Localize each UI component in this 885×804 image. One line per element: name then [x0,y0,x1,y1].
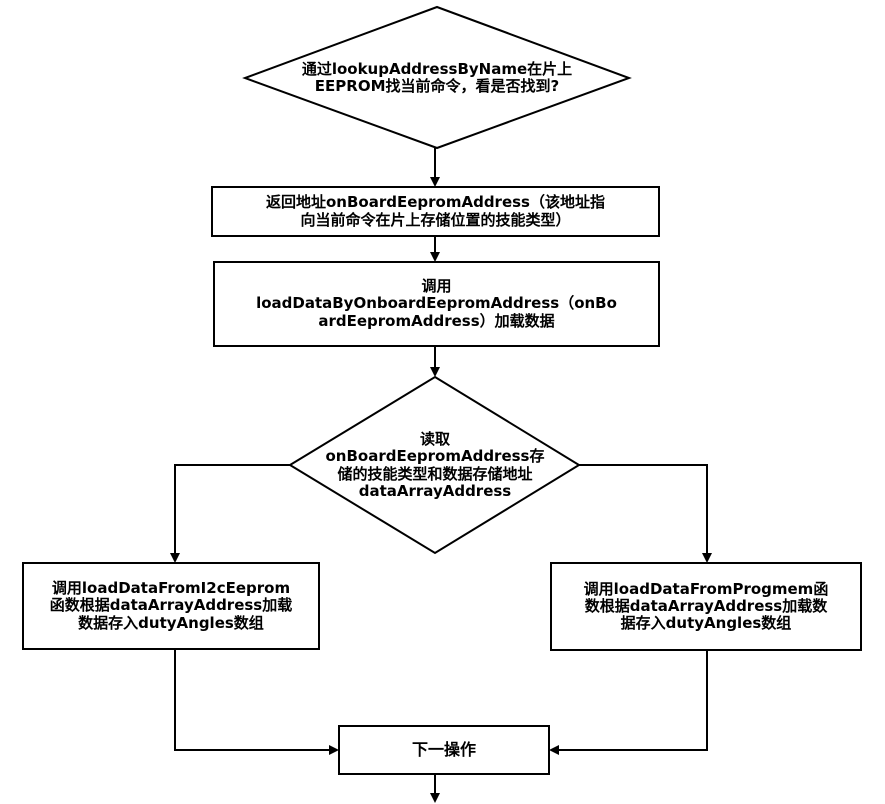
label-call-load-by-onboard: 调用 loadDataByOnboardEepromAddress（onBo a… [256,277,617,330]
arrowhead-next-from-left [329,745,339,755]
label-return-address: 返回地址onBoardEepromAddress（该地址指 向当前命令在片上存储… [266,193,605,229]
edge-read-data-to-progmem [579,464,708,554]
arrowhead-return-address [430,177,440,187]
label-load-from-progmem: 调用loadDataFromProgmem函 数根据dataArrayAddre… [583,579,829,633]
arrowhead-call-load [430,252,440,262]
edge-progmem-to-next-operation [558,650,708,751]
edge-read-data-to-i2c [174,464,290,554]
process-load-from-i2c-eeprom [22,562,320,650]
label-read-skill-and-data-address: 读取 onBoardEepromAddress存 储的技能类型和数据存储地址 d… [325,430,545,500]
process-load-from-progmem [550,562,862,651]
arrowhead-out [430,793,440,803]
arrowhead-i2c [170,553,180,563]
label-check-current-command: 通过lookupAddressByName在片上 EEPROM找当前命令，看是否… [301,59,573,95]
arrowhead-progmem [702,553,712,563]
label-load-from-i2c-eeprom: 调用loadDataFromI2cEeprom 函数根据dataArrayAdd… [49,579,293,632]
label-next-operation: 下一操作 [411,739,476,759]
arrowhead-next-from-right [549,745,559,755]
process-return-address [211,186,660,237]
decision-read-skill-and-data-address [288,375,581,555]
edge-i2c-to-next-operation [174,649,330,751]
process-call-load-by-onboard [213,261,660,347]
decision-check-current-command [242,5,632,150]
arrowhead-read-data [430,367,440,377]
